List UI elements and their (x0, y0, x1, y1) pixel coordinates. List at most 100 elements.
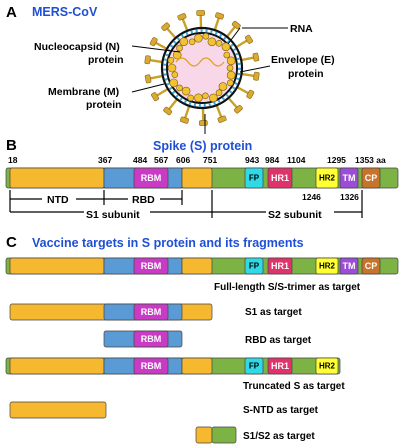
segment-hr2 (315, 167, 339, 189)
spike-stalk (166, 27, 177, 39)
nucleocapsid-blob (202, 92, 209, 100)
spike-head (149, 37, 158, 47)
spike-stalk (235, 39, 248, 49)
pos-484: 484 (133, 155, 147, 165)
s1-rbm-label: RBM (141, 307, 162, 317)
segment-hr1-label: HR1 (271, 173, 289, 183)
fl-tm (339, 257, 359, 275)
tr-fp-label: FP (249, 362, 260, 371)
spike-head (253, 71, 260, 81)
pos-606: 606 (176, 155, 190, 165)
bracket-s1: S1 subunit (86, 209, 140, 221)
nucleocapsid-blob (215, 89, 223, 96)
nucleocapsid-blob (176, 44, 183, 52)
tr-hr2 (315, 357, 339, 375)
label-nucleocapsid-2: protein (88, 54, 124, 66)
spike-head (215, 12, 225, 20)
rbd-rbm (133, 330, 169, 348)
target-label-0: Full-length S/S-trimer as target (214, 282, 361, 293)
fl-hr1-label: HR1 (271, 261, 289, 271)
segment-ntd (9, 167, 105, 189)
fl-rbm-label: RBM (141, 261, 162, 271)
spike-head (252, 52, 260, 62)
panel-b-letter: B (6, 137, 17, 154)
tr-hr2-label: HR2 (319, 362, 336, 371)
pos-1326: 1326 (340, 192, 359, 202)
spike-proteins (144, 10, 260, 126)
nucleocapsid-blob (179, 37, 189, 46)
nucleocapsid-blob (194, 93, 203, 103)
pos-18: 18 (8, 155, 18, 165)
label-spike: Spike (S) protein (153, 139, 252, 153)
tr-s1-tail (181, 357, 213, 375)
spike-stalk (181, 18, 189, 32)
spike-head (234, 105, 243, 114)
label-nucleocapsid-1: Nucleocapsid (N) (34, 41, 120, 53)
pointer-rna-b (227, 27, 241, 45)
pos-367: 367 (98, 155, 112, 165)
segment-tm (339, 167, 359, 189)
spike-stalk (213, 17, 221, 31)
label-envelope-2: protein (288, 68, 324, 80)
rna-strand (175, 57, 225, 67)
spike-stalk (240, 56, 255, 62)
tr-rbm (133, 357, 169, 375)
label-rna: RNA (290, 23, 313, 35)
segment-s1-tail (181, 167, 213, 189)
bar-s1s2 (195, 426, 237, 444)
nucleocapsid-blob (209, 93, 218, 103)
spike-head (163, 106, 173, 116)
bracket-rbd: RBD (132, 194, 155, 206)
nucleocapsid-blob (172, 50, 182, 60)
nucleocapsid-blob (226, 56, 236, 66)
target-label-3: Truncated S as target (243, 381, 345, 392)
nucleocapsid-blob (181, 86, 191, 96)
spike-stalk (149, 58, 163, 64)
spike-head (177, 13, 187, 21)
bar-ntd (9, 401, 107, 419)
panel-a-letter: A (6, 4, 17, 21)
nucleocapsid-blob (226, 70, 236, 80)
s1-label-bg (84, 208, 150, 221)
spike-head (231, 20, 241, 30)
nucleocapsid-blob (221, 42, 231, 52)
ntd-label-bg (42, 192, 76, 206)
pointer-nucleocapsid (131, 45, 181, 53)
spike-stalk (236, 86, 250, 95)
segment-hr1 (267, 167, 293, 189)
nucleocapsid-blob (176, 84, 183, 92)
fl-cp (361, 257, 381, 275)
fl-cp-label: CP (365, 261, 378, 271)
spike-stalk (149, 74, 164, 80)
fl-hr1 (267, 257, 293, 275)
pos-1104: 1104 (287, 155, 306, 165)
spike-head (244, 34, 253, 44)
fl-fp-label: FP (249, 262, 260, 271)
spike-head (161, 22, 170, 31)
nucleocapsid-blob (167, 57, 175, 64)
tr-fp (244, 357, 264, 375)
bracket-ntd: NTD (47, 194, 69, 206)
nucleocapsid-blob (167, 63, 177, 73)
s1s2-s2 (211, 426, 237, 444)
nucleocapsid-blob (194, 33, 203, 43)
nucleocapsid-blob (218, 82, 228, 91)
fl-hr2-label: HR2 (319, 262, 336, 271)
spike-stalk (227, 97, 238, 109)
spike-head (217, 115, 227, 123)
spike-head (179, 116, 189, 124)
nucleocapsid-blob (188, 38, 196, 46)
position-numbers-bottom: 1246 1326 (302, 192, 359, 202)
bar-s1: RBM (9, 303, 213, 321)
rbd-rbm-label: RBM (141, 334, 162, 344)
membrane-proteins (163, 29, 241, 107)
spike-head (151, 92, 160, 102)
s2-label-bg (266, 208, 334, 221)
segment-rbm-label: RBM (141, 173, 162, 183)
spike-head (199, 120, 208, 126)
pos-1295: 1295 (327, 155, 346, 165)
spike-stalk (168, 98, 178, 111)
